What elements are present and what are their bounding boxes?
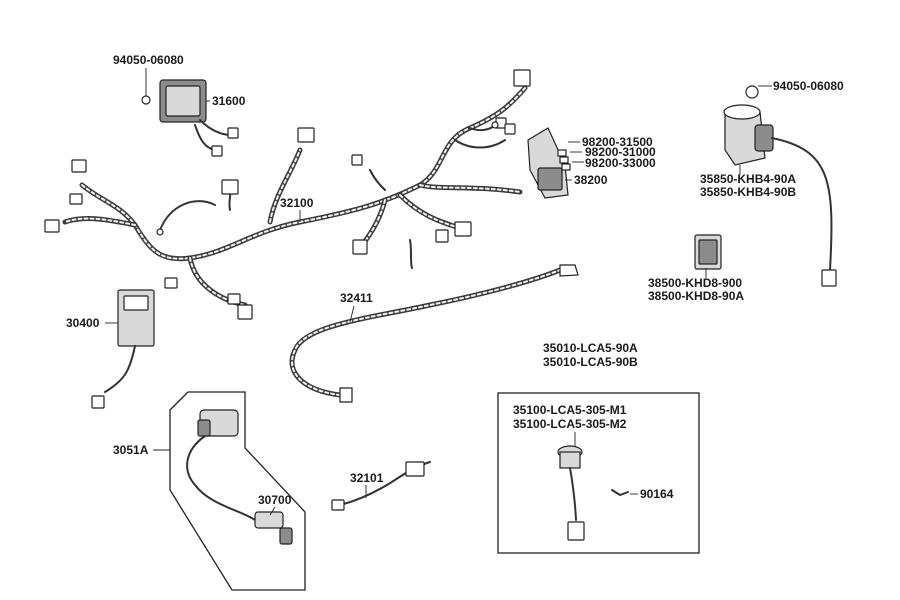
label-98200-31500: 98200-31500 <box>582 135 653 149</box>
part-labels: 94050-06080 31600 32100 98200-31500 9820… <box>66 53 844 507</box>
cdi-unit <box>91 289 155 409</box>
label-38500-khd8-900: 38500-KHD8-900 <box>648 276 742 290</box>
label-90164: 90164 <box>640 487 674 501</box>
label-35850-khb4-90b: 35850-KHB4-90B <box>700 185 796 199</box>
label-35850-khb4-90a: 35850-KHB4-90A <box>700 172 796 186</box>
sub-harness <box>331 461 431 511</box>
fuse-box <box>527 127 571 199</box>
label-30700: 30700 <box>258 493 292 507</box>
ignition-coil-set <box>169 391 306 591</box>
switch-set <box>497 392 700 554</box>
label-32411: 32411 <box>340 291 373 305</box>
label-bolt-94050-a: 94050-06080 <box>113 53 184 67</box>
ignition-switch <box>723 85 837 287</box>
label-38500-khd8-90a: 38500-KHD8-90A <box>648 289 744 303</box>
label-35010-lca5-90b: 35010-LCA5-90B <box>543 355 638 369</box>
regulator-rectifier <box>141 79 239 157</box>
label-98200-33000: 98200-33000 <box>585 156 656 170</box>
label-35100-lca5-305-m2: 35100-LCA5-305-M2 <box>513 417 627 431</box>
leader-lines <box>105 68 772 516</box>
label-32100: 32100 <box>280 196 314 210</box>
main-wiring-harness <box>44 69 531 320</box>
label-98200-31000: 98200-31000 <box>585 145 656 159</box>
label-35100-lca5-305-m1: 35100-LCA5-305-M1 <box>513 403 627 417</box>
label-30400: 30400 <box>66 316 100 330</box>
label-3051a: 3051A <box>113 443 149 457</box>
ground-cable <box>289 264 579 403</box>
flasher-relay <box>694 234 722 270</box>
label-31600: 31600 <box>212 94 246 108</box>
label-38200: 38200 <box>574 173 608 187</box>
label-bolt-94050-b: 94050-06080 <box>773 79 844 93</box>
label-32101: 32101 <box>350 471 384 485</box>
label-35010-lca5-90a: 35010-LCA5-90A <box>543 341 638 355</box>
